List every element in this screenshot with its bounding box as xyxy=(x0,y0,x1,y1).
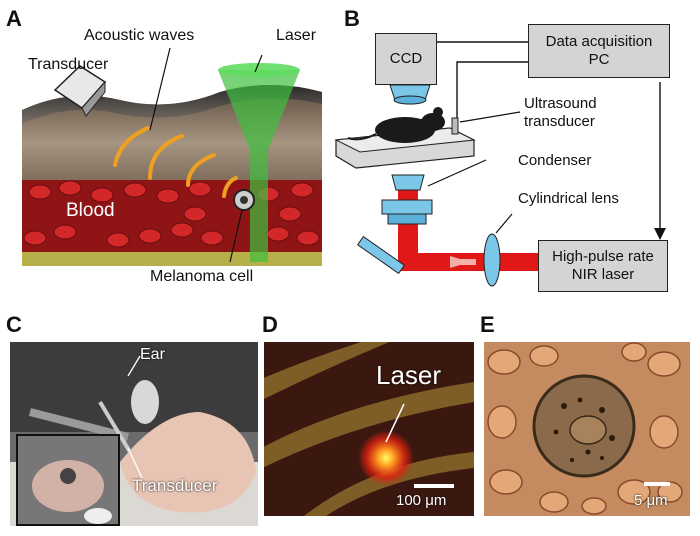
red-blood-cells xyxy=(23,180,320,248)
panel-b-letter: B xyxy=(344,6,360,31)
blood-label: Blood xyxy=(66,200,115,221)
laser-spot xyxy=(358,430,414,486)
laser-beam xyxy=(218,70,300,262)
panel-d-photo: Laser 100 μm xyxy=(264,342,474,516)
erythrocytes xyxy=(487,342,683,515)
vessel-bands xyxy=(264,342,474,516)
nir-laser-line2: NIR laser xyxy=(571,266,635,283)
daq-pc-box: Data acquisition PC xyxy=(528,24,670,78)
panel-a-letter: A xyxy=(6,6,22,31)
fat-layer xyxy=(22,248,322,266)
laser-label: Laser xyxy=(276,27,317,44)
cylindrical-lens xyxy=(483,233,501,287)
panel-c-photo: Ear Transducer xyxy=(10,342,258,526)
nir-laser-box: High-pulse rate NIR laser xyxy=(538,240,668,292)
us-label-line2: transducer xyxy=(524,113,595,130)
scale-label-d: 100 μm xyxy=(396,492,447,509)
nude-mouse xyxy=(120,412,256,513)
laser-photo-label: Laser xyxy=(376,360,442,390)
panel-b-setup-diagram xyxy=(334,41,666,287)
ultrasound-transducer-label: Ultrasound transducer xyxy=(524,95,597,131)
panel-c-letter: C xyxy=(6,312,22,337)
ccd-label: CCD xyxy=(389,50,423,67)
ultrasound-transducer-tip xyxy=(451,117,459,135)
transducer-photo-label: Transducer xyxy=(132,476,218,495)
daq-label-line1: Data acquisition xyxy=(545,33,653,50)
acoustic-waves-label: Acoustic waves xyxy=(84,27,195,44)
scale-bar-d xyxy=(414,484,454,488)
nir-laser-line1: High-pulse rate xyxy=(552,248,654,265)
acoustic-wave-arcs xyxy=(113,126,238,198)
ccd-box: CCD xyxy=(375,33,437,85)
scale-label-e: 5 μm xyxy=(634,492,668,509)
panel-a-illustration xyxy=(22,47,322,266)
melanoma-cell-label: Melanoma cell xyxy=(150,268,254,285)
condenser-label: Condenser xyxy=(518,152,592,169)
trigger-arrow-head xyxy=(654,228,666,240)
ear-label: Ear xyxy=(140,346,165,363)
panel-d-letter: D xyxy=(262,312,278,337)
cylindrical-lens-label: Cylindrical lens xyxy=(518,190,619,207)
inset-photo xyxy=(16,434,120,526)
condenser-optic xyxy=(381,174,433,225)
daq-label-line2: PC xyxy=(588,51,610,68)
panel-e-letter: E xyxy=(480,312,495,337)
laser-aperture xyxy=(218,63,300,77)
transducer-block xyxy=(53,65,107,117)
panel-e-photo: 5 μm xyxy=(484,342,690,516)
mouse-silhouette xyxy=(347,107,445,143)
scale-bar-e xyxy=(644,482,670,486)
transducer-label: Transducer xyxy=(28,56,109,73)
us-label-line1: Ultrasound xyxy=(524,95,597,112)
fold-mirror xyxy=(356,235,406,275)
